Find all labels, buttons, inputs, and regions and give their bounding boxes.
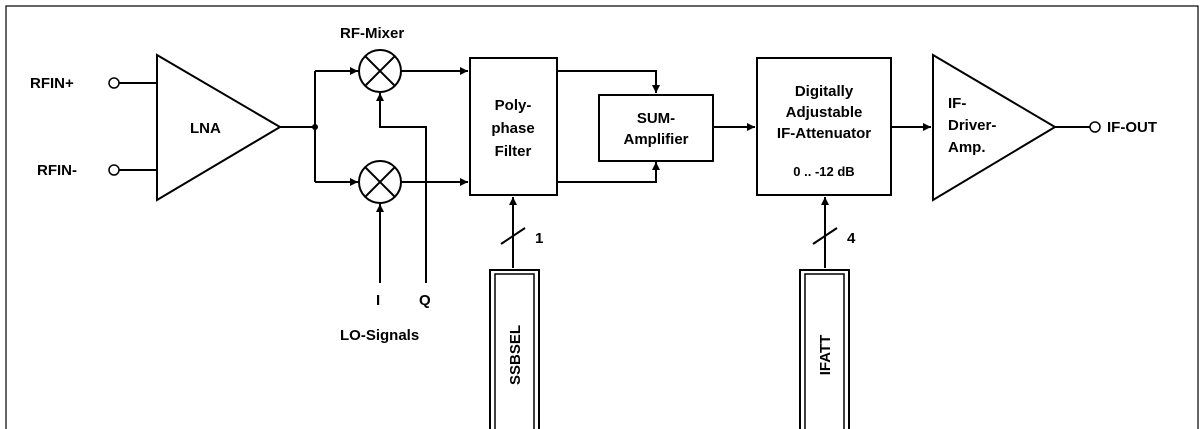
attenuator-line2: Adjustable [786,104,863,121]
attenuator-range: 0 .. -12 dB [793,164,854,179]
ifatt-label: IFATT [817,335,834,376]
polyphase-line1: Poly- [495,97,532,114]
ssbsel-label: SSBSEL [507,325,524,385]
lna-label: LNA [190,120,221,137]
bus-slash-ifatt [812,227,838,245]
pin-rfin-minus [108,164,120,176]
wire-filter-top-to-sum [557,70,660,93]
attenuator-line3: IF-Attenuator [777,125,871,142]
label-rfin-plus: RFIN+ [30,75,74,92]
if-driver-line1: IF- [948,95,966,112]
rf-mixer-label: RF-Mixer [340,25,404,42]
attenuator-line1: Digitally [795,83,854,100]
ssbsel-bus-width: 1 [535,230,543,247]
mixer-top-icon [358,49,402,93]
ifatt-bus-width: 4 [847,230,856,247]
lo-q-label: Q [419,292,431,309]
mixer-bottom-icon [358,160,402,204]
polyphase-line3: Filter [495,143,532,160]
ifatt-connector [799,269,850,429]
lo-signals-label: LO-Signals [340,327,419,344]
pin-if-out [1089,121,1101,133]
wire-lo-q [376,93,427,283]
if-driver-line3: Amp. [948,139,986,156]
pin-rfin-plus [108,77,120,89]
sum-amp-line1: SUM- [637,110,675,127]
lna-block [156,53,282,202]
diagram-frame [5,5,1199,429]
if-driver-line2: Driver- [948,117,996,134]
sum-amp-line2: Amplifier [623,131,688,148]
polyphase-filter-block [469,57,558,196]
if-out-label: IF-OUT [1107,119,1157,136]
polyphase-line2: phase [491,120,534,137]
sum-amplifier-block [598,94,714,162]
lo-i-label: I [376,292,380,309]
bus-slash-ssbsel [500,227,526,245]
wire-filter-bottom-to-sum [557,162,660,183]
label-rfin-minus: RFIN- [37,162,77,179]
ssbsel-connector [489,269,540,429]
if-attenuator-block [756,57,892,196]
if-driver-amp-block [932,53,1057,202]
